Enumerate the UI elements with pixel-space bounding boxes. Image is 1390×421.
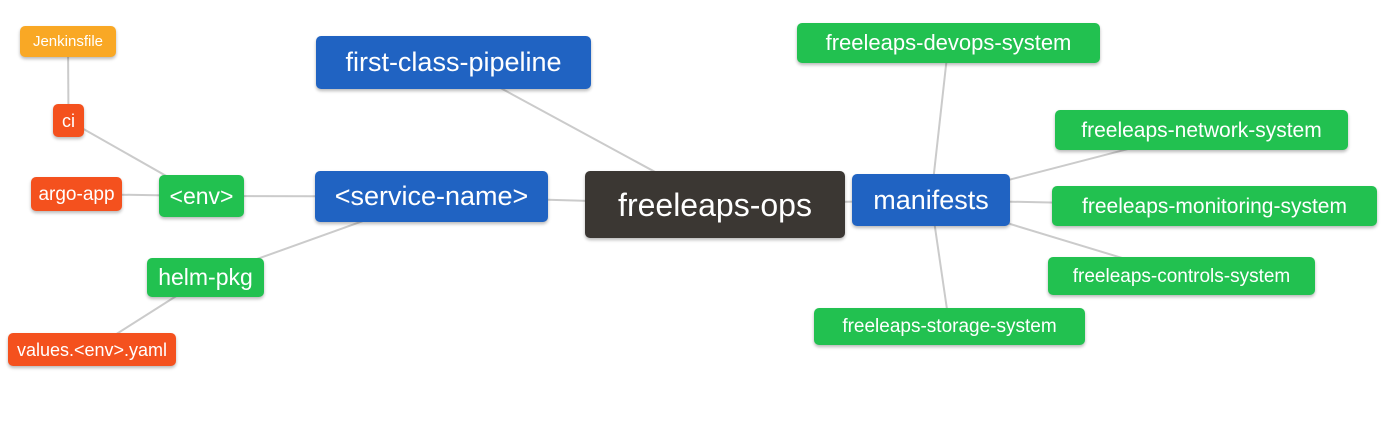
node-service-name[interactable]: <service-name> — [315, 171, 548, 222]
node-freeleaps-controls-system[interactable]: freeleaps-controls-system — [1048, 257, 1315, 295]
node-ci[interactable]: ci — [53, 104, 84, 137]
node-jenkinsfile[interactable]: Jenkinsfile — [20, 26, 116, 57]
node-env[interactable]: <env> — [159, 175, 244, 217]
node-freeleaps-devops-system[interactable]: freeleaps-devops-system — [797, 23, 1100, 63]
edge-manifests-devops — [930, 42, 950, 201]
node-freeleaps-monitoring-system[interactable]: freeleaps-monitoring-system — [1052, 186, 1377, 226]
node-values-env-yaml[interactable]: values.<env>.yaml — [8, 333, 176, 366]
node-freeleaps-network-system[interactable]: freeleaps-network-system — [1055, 110, 1348, 150]
node-freeleaps-ops-root[interactable]: freeleaps-ops — [585, 171, 845, 238]
node-helm-pkg[interactable]: helm-pkg — [147, 258, 264, 297]
node-freeleaps-storage-system[interactable]: freeleaps-storage-system — [814, 308, 1085, 345]
node-manifests[interactable]: manifests — [852, 174, 1010, 226]
node-first-class-pipeline[interactable]: first-class-pipeline — [316, 36, 591, 89]
node-argo-app[interactable]: argo-app — [31, 177, 122, 211]
